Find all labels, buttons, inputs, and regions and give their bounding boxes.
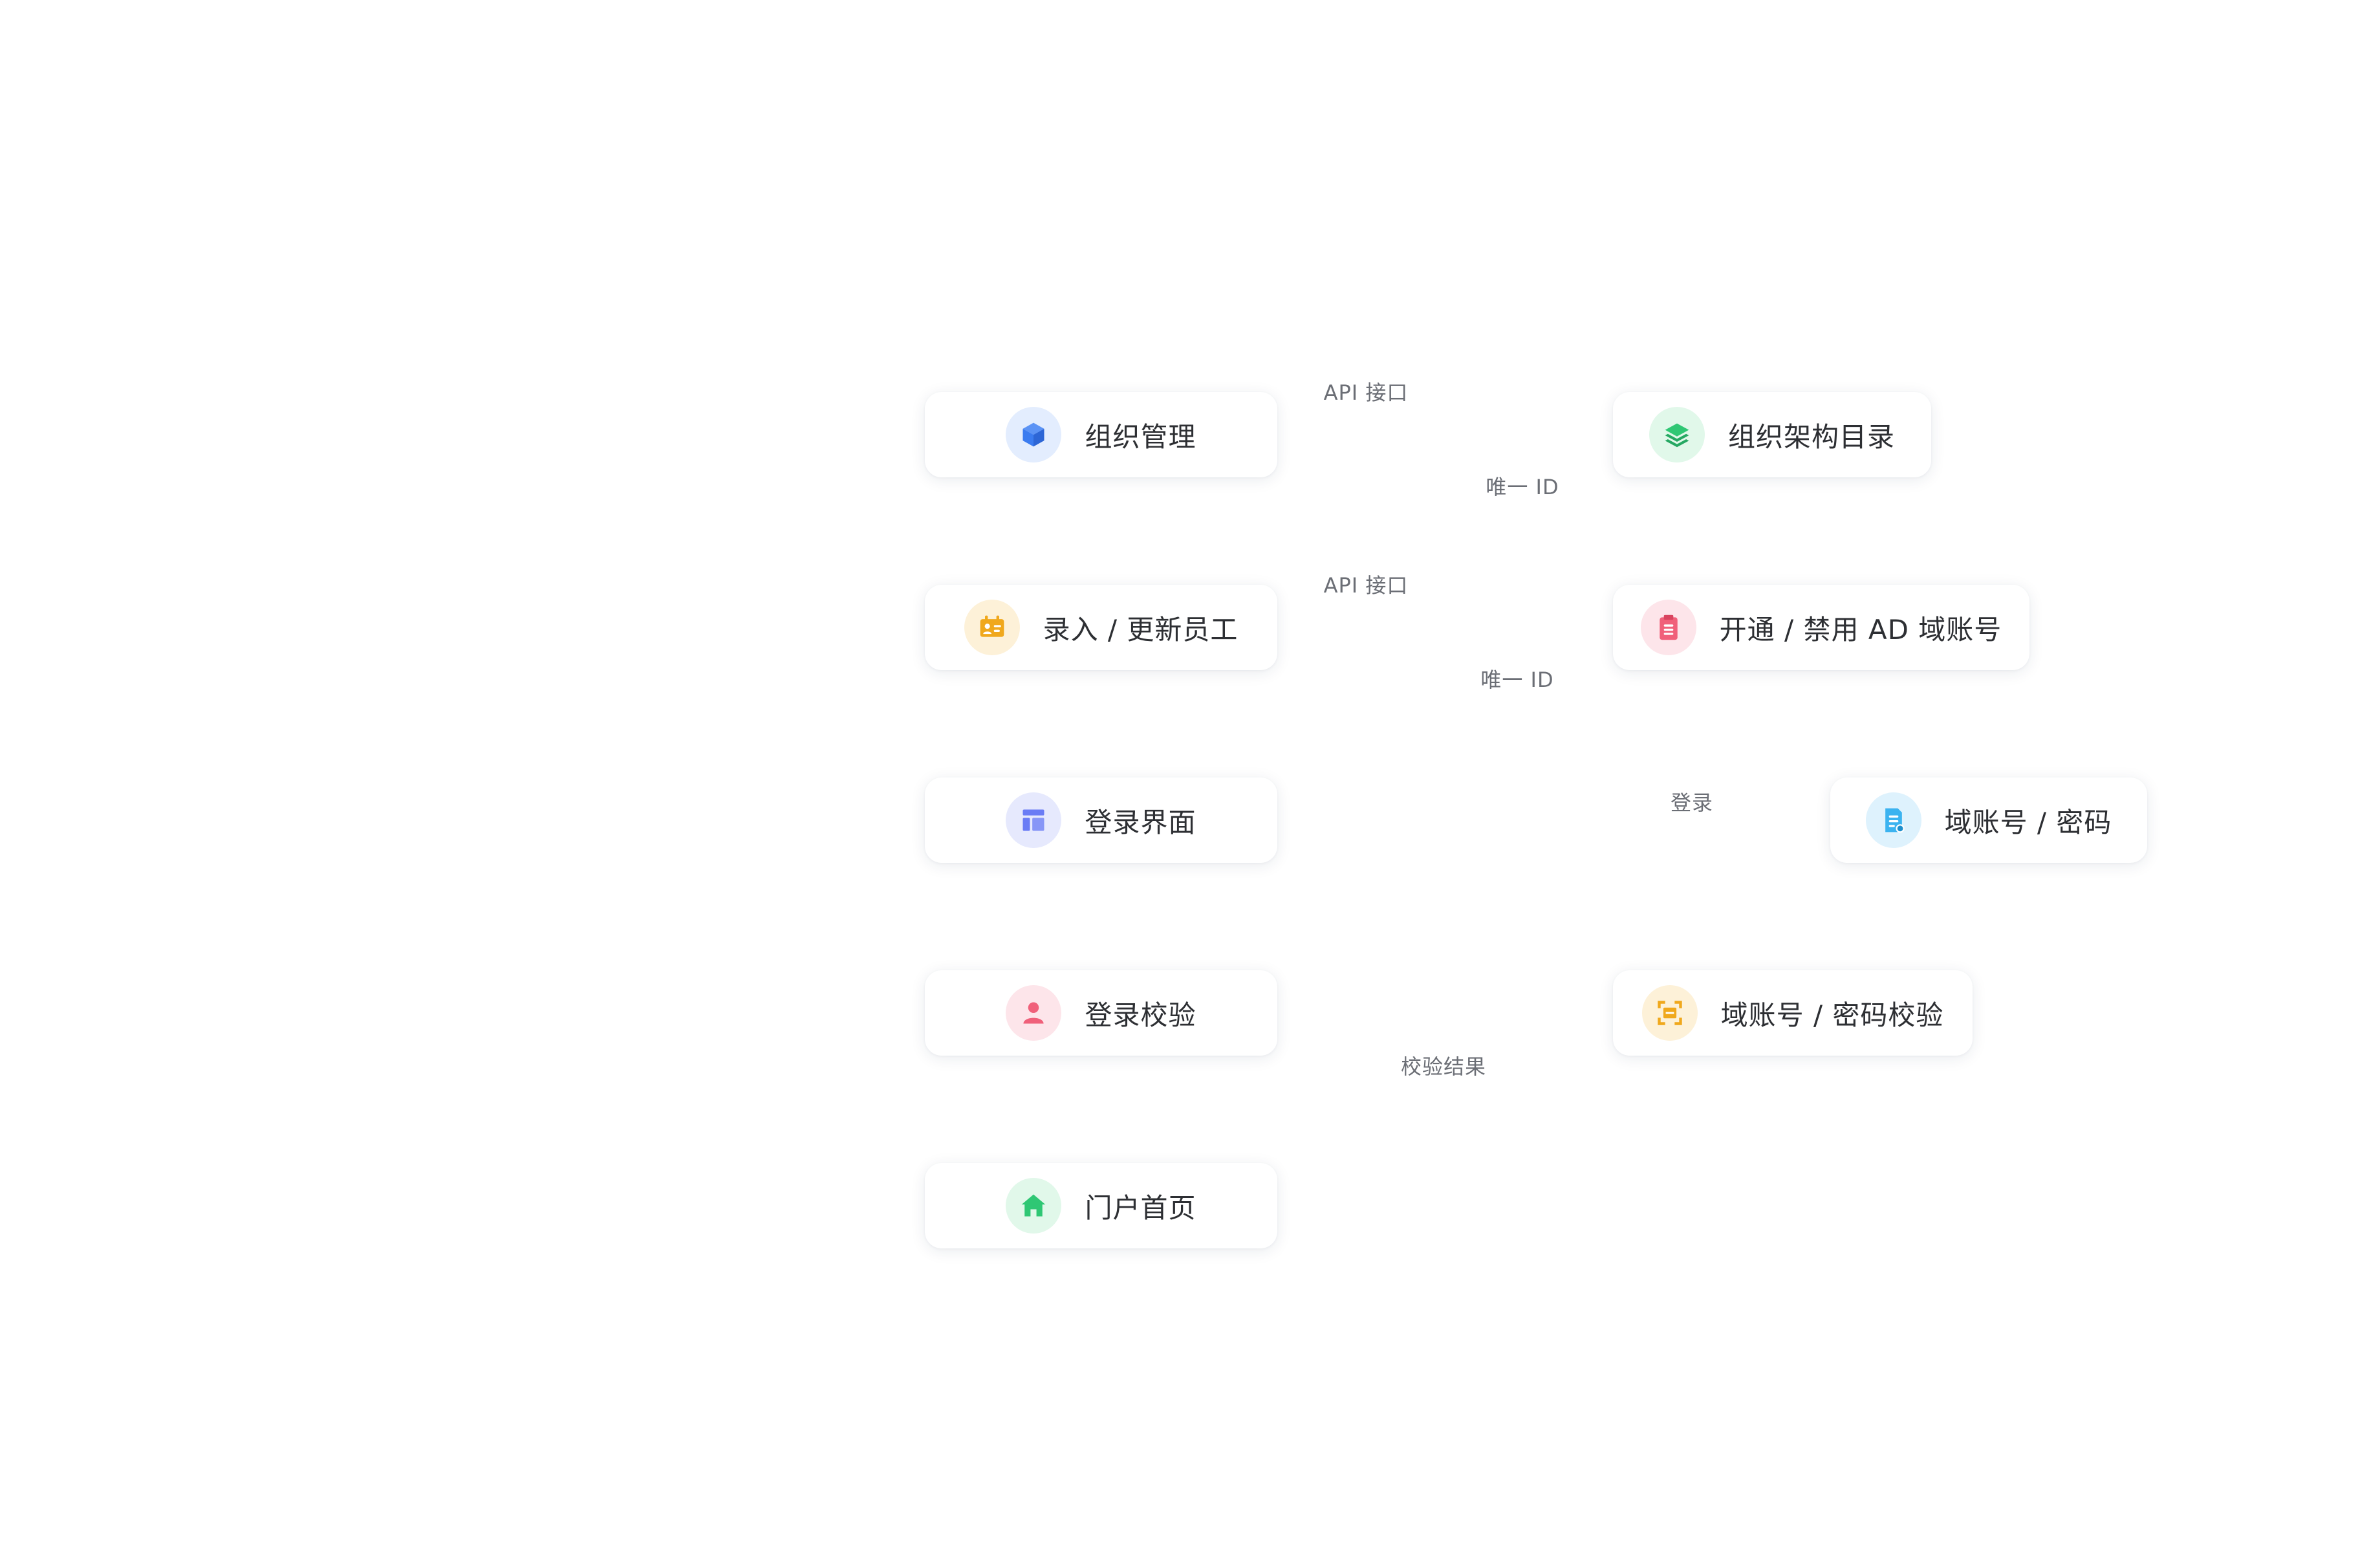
home-icon <box>1006 1178 1062 1234</box>
layers-icon <box>1649 407 1705 462</box>
edge-label-api-interface: API 接口 <box>1323 573 1409 598</box>
node-login-check: 登录校验 <box>925 970 1277 1056</box>
clipboard-icon <box>1640 600 1696 655</box>
node-label: 登录界面 <box>1085 806 1196 838</box>
cube-icon <box>1006 407 1062 462</box>
node-label: 组织管理 <box>1085 420 1196 453</box>
id-card-icon <box>964 600 1020 655</box>
node-label: 组织架构目录 <box>1727 420 1895 453</box>
scan-icon <box>1641 985 1698 1041</box>
node-employee-entry: 录入 / 更新员工 <box>925 585 1277 670</box>
edge-label-check-result: 校验结果 <box>1400 1054 1487 1079</box>
node-label: 录入 / 更新员工 <box>1043 613 1239 646</box>
document-icon <box>1865 792 1921 848</box>
node-portal-home: 门户首页 <box>925 1163 1277 1248</box>
node-label: 域账号 / 密码校验 <box>1720 999 1944 1031</box>
node-login-screen: 登录界面 <box>925 778 1277 863</box>
edge-label-login: 登录 <box>1670 790 1714 815</box>
node-ad-account: 开通 / 禁用 AD 域账号 <box>1613 585 2029 670</box>
node-label: 门户首页 <box>1085 1191 1196 1224</box>
node-label: 域账号 / 密码 <box>1944 806 2112 838</box>
node-credential-check: 域账号 / 密码校验 <box>1613 970 1973 1056</box>
edge-label-unique-id: 唯一 ID <box>1480 668 1554 692</box>
node-label: 登录校验 <box>1085 999 1196 1031</box>
node-label: 开通 / 禁用 AD 域账号 <box>1719 613 2002 646</box>
edge-label-unique-id: 唯一 ID <box>1486 475 1559 499</box>
user-icon <box>1006 985 1062 1041</box>
edge-label-api-interface: API 接口 <box>1323 380 1409 405</box>
node-org-directory: 组织架构目录 <box>1613 392 1931 477</box>
node-domain-credentials: 域账号 / 密码 <box>1830 778 2147 863</box>
node-org-management: 组织管理 <box>925 392 1277 477</box>
layout-icon <box>1006 792 1062 848</box>
